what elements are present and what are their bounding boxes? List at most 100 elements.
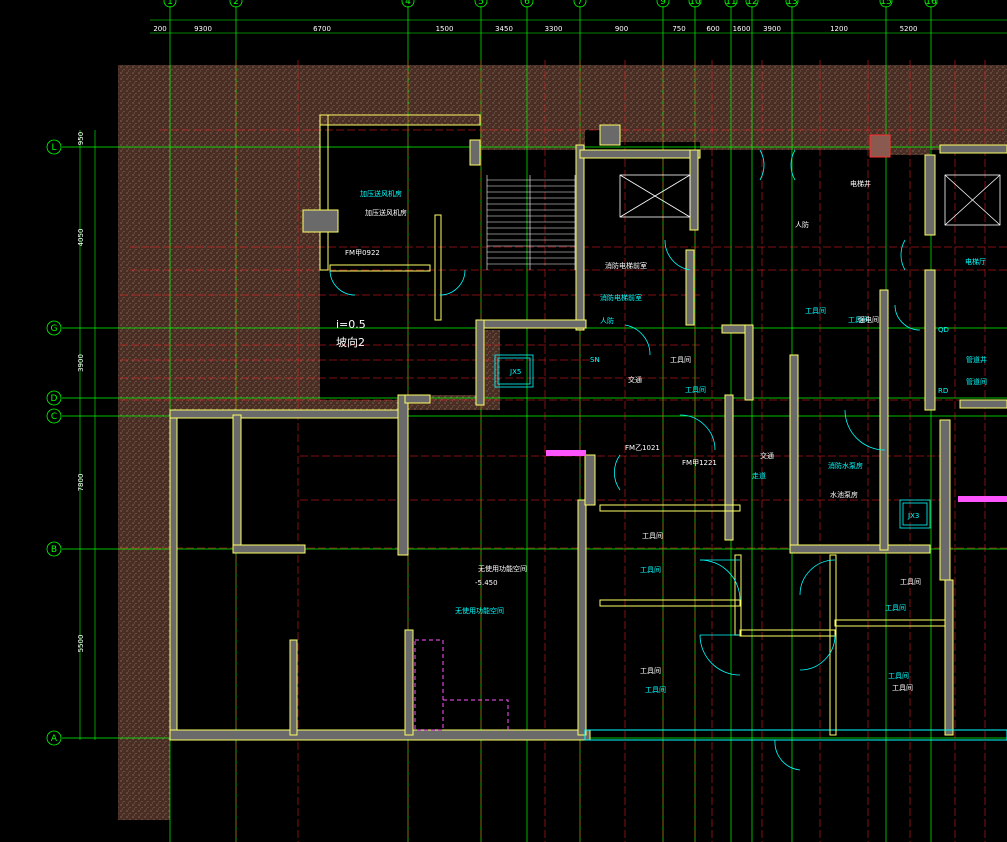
grid-row-label: A bbox=[51, 734, 58, 744]
slope-label-1: i=0.5 bbox=[336, 318, 366, 331]
grid-column-bubble bbox=[724, 0, 738, 8]
room-label: FM甲0922 bbox=[345, 249, 380, 257]
room-label: 工具间 bbox=[685, 386, 706, 394]
grid-column-label: 1 bbox=[167, 0, 173, 7]
elevator-cabin-2 bbox=[944, 174, 1001, 226]
dimension-left: 5500 bbox=[77, 635, 85, 653]
grid-row-label: G bbox=[51, 324, 58, 334]
grid-column-bubble bbox=[924, 0, 938, 8]
room-label: RD bbox=[938, 387, 948, 395]
grid-column-bubble bbox=[879, 0, 893, 8]
room-labels: 加压送风机房加压送风机房消防电梯前室消防电梯前室人防JX5SNQDRD电梯厅电梯… bbox=[345, 179, 987, 694]
grid-column-label: 4 bbox=[405, 0, 411, 7]
grid-column-bubble bbox=[785, 0, 799, 8]
room-label: 无使用功能空间 bbox=[455, 606, 504, 615]
grid-column-bubble bbox=[163, 0, 177, 8]
dimension-left: 7800 bbox=[77, 474, 85, 492]
dimension-top: 1200 bbox=[830, 25, 848, 33]
room-label: 管道间 bbox=[966, 377, 987, 386]
room-label: 工具间 bbox=[885, 604, 906, 612]
grid-row-label: C bbox=[51, 412, 57, 422]
room-label: 水池泵房 bbox=[830, 490, 858, 499]
room-label: JX3 bbox=[907, 512, 919, 520]
room-label: 消防电梯前室 bbox=[600, 293, 642, 302]
grid-column-label: 10 bbox=[689, 0, 701, 7]
room-label: 工具间 bbox=[670, 356, 691, 364]
room-label: 工具间 bbox=[640, 566, 661, 574]
grid-column-label: 11 bbox=[725, 0, 736, 7]
room-label: 交通 bbox=[628, 375, 642, 384]
dimension-top: 1500 bbox=[436, 25, 454, 33]
room-label: JX5 bbox=[509, 368, 521, 376]
grid-column-bubble bbox=[573, 0, 587, 8]
grid-column-bubble bbox=[688, 0, 702, 8]
elevator-cabins bbox=[494, 174, 1001, 529]
grid-row-bubble bbox=[46, 408, 62, 424]
room-label: -5.450 bbox=[475, 579, 498, 587]
room-label: 交通 bbox=[760, 451, 774, 460]
dimension-left: 950 bbox=[77, 132, 85, 145]
grid-row-label: D bbox=[51, 394, 58, 404]
room-label: 消防电梯前室 bbox=[605, 261, 647, 270]
soil-area-left bbox=[118, 415, 170, 820]
room-label: 加压送风机房 bbox=[360, 189, 402, 198]
grid-column-label: 7 bbox=[577, 0, 583, 7]
room-label: 工具间 bbox=[805, 307, 826, 315]
grid-row-label: B bbox=[51, 545, 57, 555]
dimension-top: 5200 bbox=[900, 25, 918, 33]
grid-column-bubble bbox=[520, 0, 534, 8]
room-label: QD bbox=[938, 326, 949, 334]
room-label: 强电间 bbox=[858, 315, 879, 324]
grid-column-label: 13 bbox=[786, 0, 797, 7]
grid-column-label: 6 bbox=[524, 0, 530, 7]
room-label: 人防 bbox=[600, 316, 614, 325]
dimension-left: 4050 bbox=[77, 229, 85, 247]
soil-area-top bbox=[118, 65, 1007, 415]
grid-column-label: 16 bbox=[925, 0, 937, 7]
grid-column-bubble bbox=[474, 0, 488, 8]
room-label: 电梯厅 bbox=[965, 257, 986, 266]
room-label: SN bbox=[590, 356, 600, 364]
room-label: 工具间 bbox=[642, 532, 663, 540]
dimension-top: 200 bbox=[153, 25, 166, 33]
grid-column-bubble bbox=[401, 0, 415, 8]
room-label: 人防 bbox=[795, 220, 809, 229]
dimension-top: 1600 bbox=[733, 25, 751, 33]
elevator-cabin-1 bbox=[619, 174, 691, 218]
dimension-top: 9300 bbox=[194, 25, 212, 33]
tank-jx5 bbox=[494, 354, 534, 388]
room-label: FM乙1021 bbox=[625, 444, 660, 452]
grid-column-bubble bbox=[745, 0, 759, 8]
dimension-top: 3300 bbox=[545, 25, 563, 33]
magenta-marks bbox=[414, 450, 1007, 731]
slope-label-2: 坡向2 bbox=[336, 335, 365, 349]
room-label: FM甲1221 bbox=[682, 459, 717, 467]
dimension-top: 600 bbox=[706, 25, 719, 33]
dimension-left: 3900 bbox=[77, 354, 85, 372]
room-label: 无使用功能空间 bbox=[478, 564, 527, 573]
grid-column-bubble bbox=[229, 0, 243, 8]
grid-row-bubble bbox=[46, 139, 62, 155]
room-label: 加压送风机房 bbox=[365, 208, 407, 217]
doors bbox=[329, 149, 921, 771]
walls bbox=[169, 114, 1007, 741]
slope-labels: i=0.5 坡向2 bbox=[336, 318, 366, 349]
grid-column-label: 5 bbox=[478, 0, 484, 7]
grid-column-label: 15 bbox=[880, 0, 891, 7]
room-label: 管道井 bbox=[966, 355, 987, 364]
grid-column-bubble bbox=[656, 0, 670, 8]
grid-row-bubble bbox=[46, 541, 62, 557]
dimension-top: 6700 bbox=[313, 25, 331, 33]
room-label: 工具间 bbox=[645, 686, 666, 694]
grid-row-bubble bbox=[46, 390, 62, 406]
dimension-top: 3450 bbox=[495, 25, 513, 33]
room-label: 工具间 bbox=[640, 667, 661, 675]
room-label: 工具间 bbox=[900, 578, 921, 586]
grid-column-label: 9 bbox=[660, 0, 666, 7]
room-label: 工具间 bbox=[892, 684, 913, 692]
room-label: 工具间 bbox=[888, 672, 909, 680]
dimension-top: 3900 bbox=[763, 25, 781, 33]
room-label: 工具间 bbox=[848, 316, 869, 324]
grid-column-label: 12 bbox=[746, 0, 757, 7]
